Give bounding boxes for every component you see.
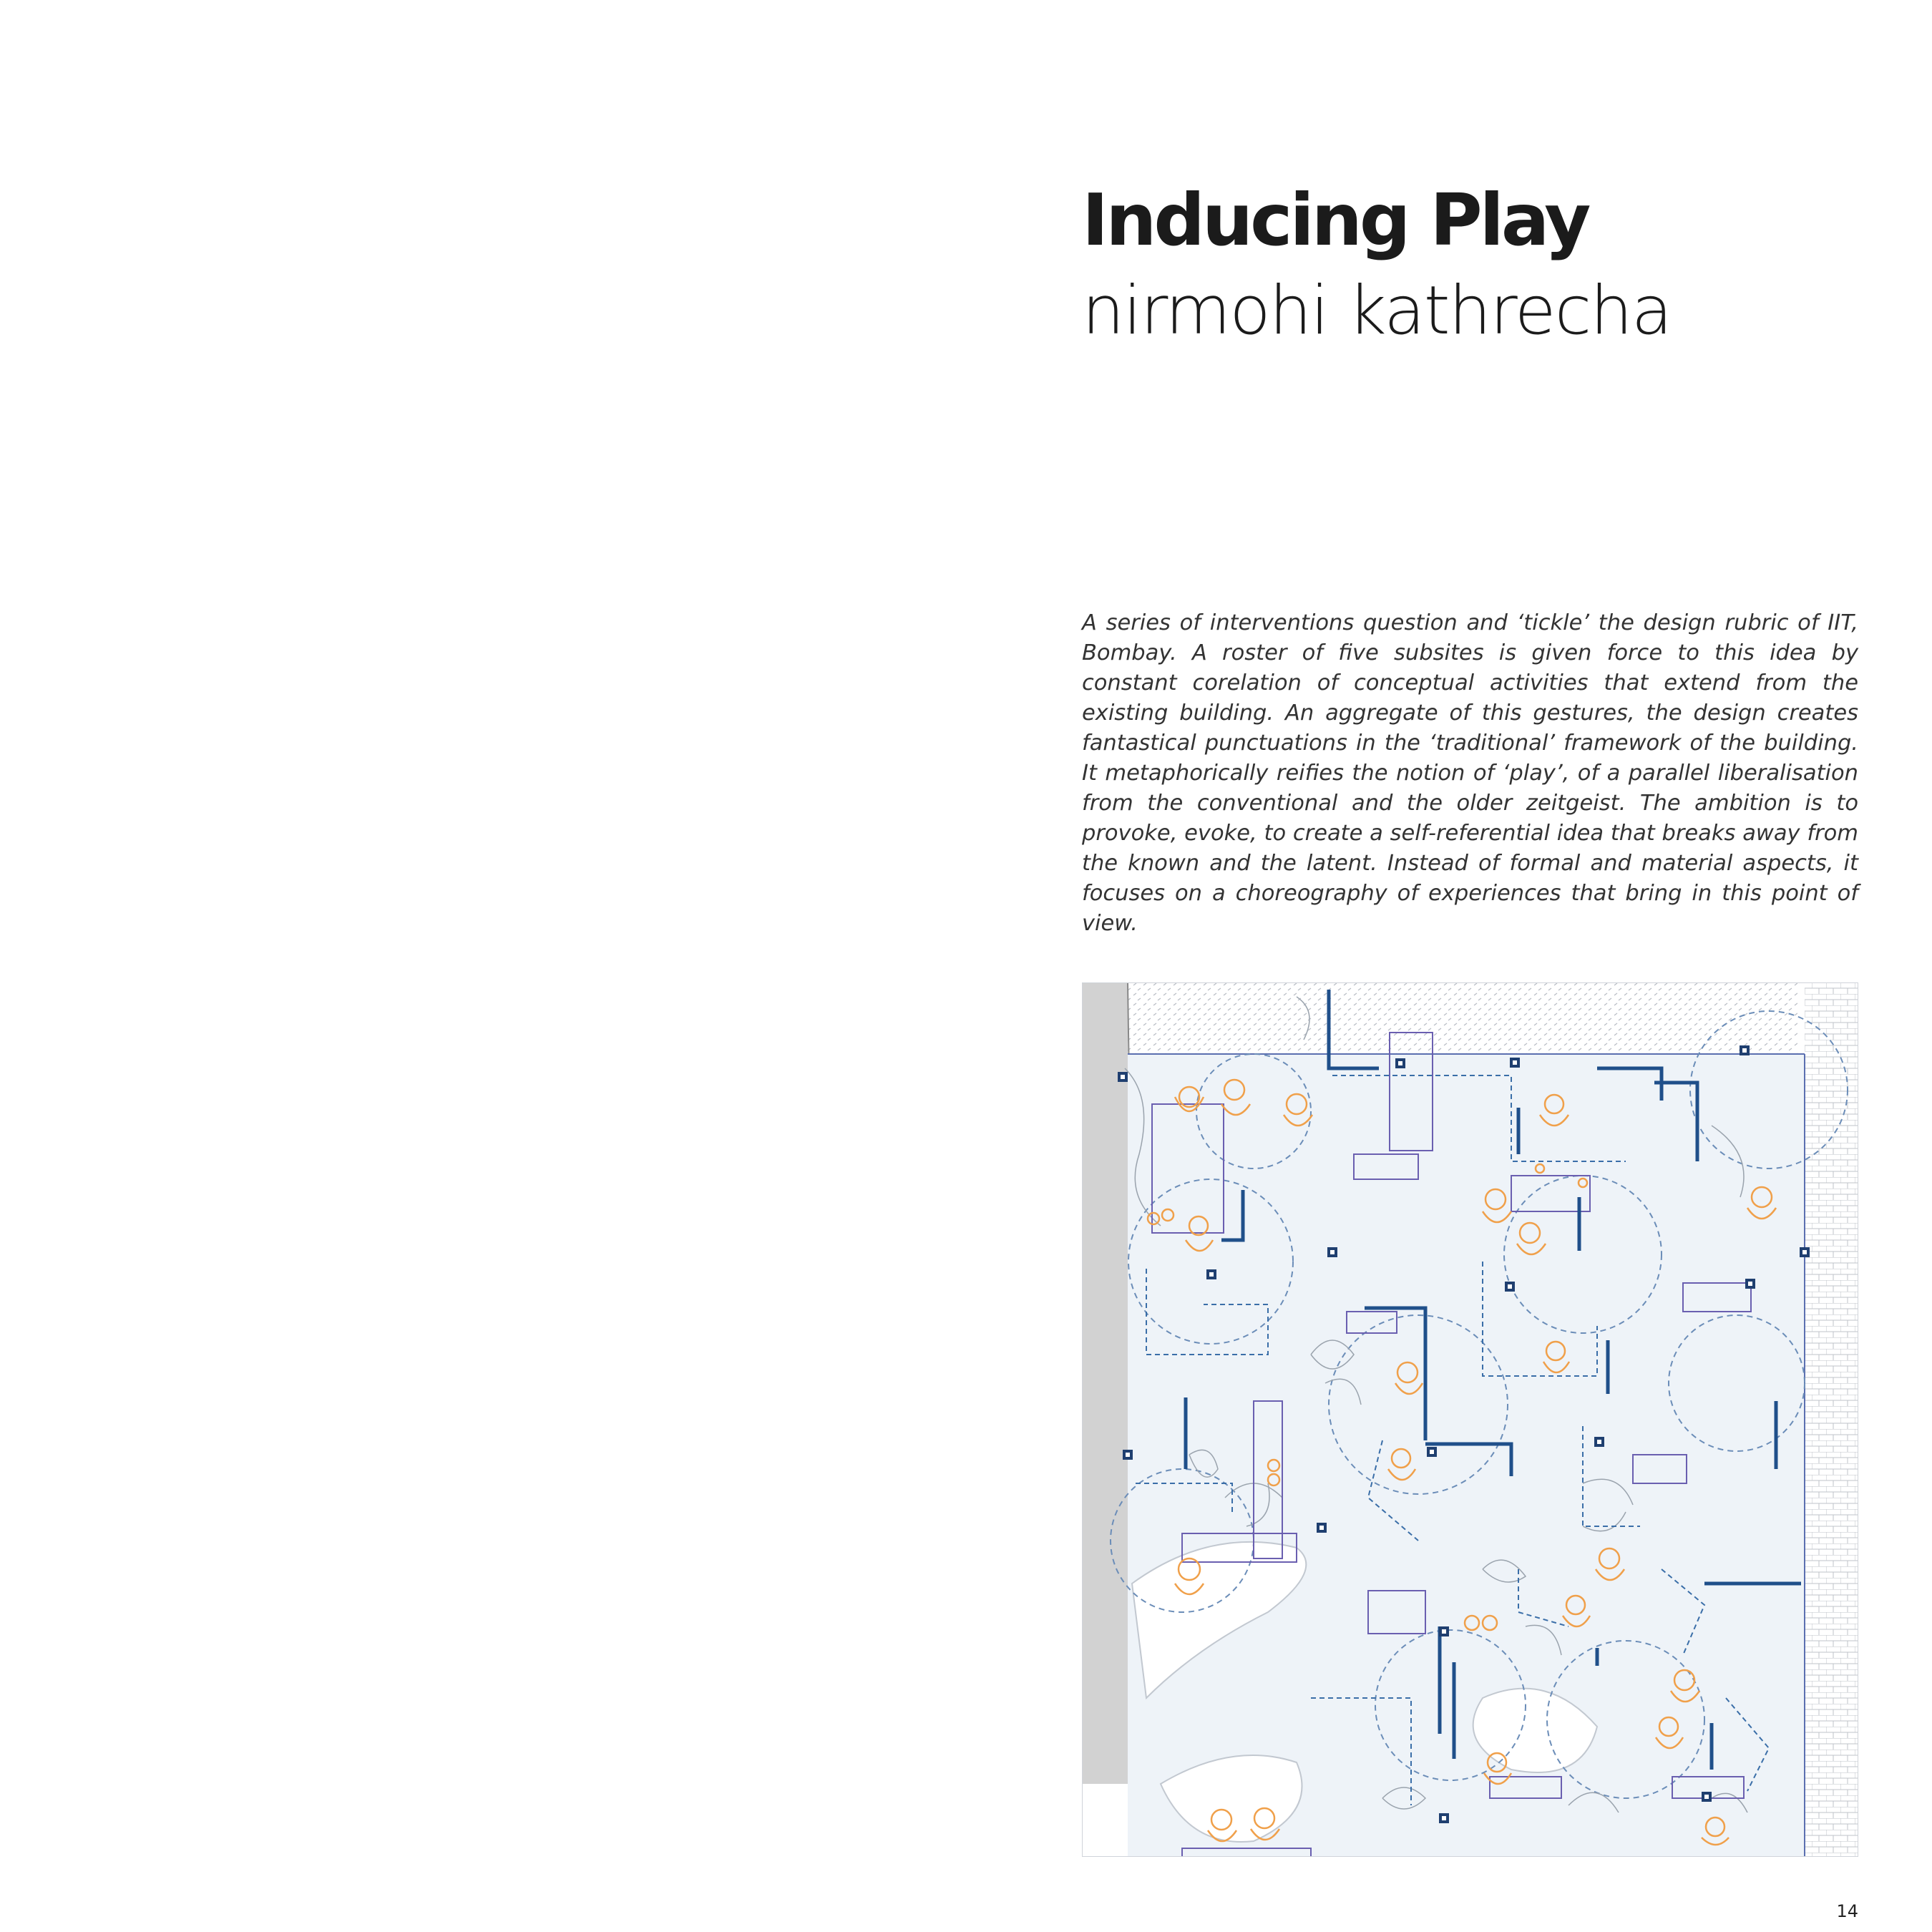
page-title: Inducing Play: [1082, 178, 1591, 262]
activity-zones: [1110, 1010, 1848, 1799]
courtyard-ground: [1128, 1054, 1805, 1857]
people-figures: [1146, 1078, 1777, 1846]
page-number: 14: [1836, 1901, 1858, 1921]
project-description: A series of interventions question and ‘…: [1082, 610, 1858, 936]
brick-wall: [1805, 982, 1858, 1857]
author-name: nirmohi kathrecha: [1082, 272, 1672, 350]
foliage: [1124, 996, 1748, 1813]
columns: [1118, 1045, 1810, 1823]
structures: [1184, 990, 1801, 1770]
building-wall: [1082, 982, 1128, 1784]
dashed-frames: [1136, 1075, 1770, 1805]
paving-strip: [1111, 982, 1797, 1054]
site-plan-drawing: [1082, 982, 1858, 1857]
pathways: [1131, 1541, 1599, 1843]
